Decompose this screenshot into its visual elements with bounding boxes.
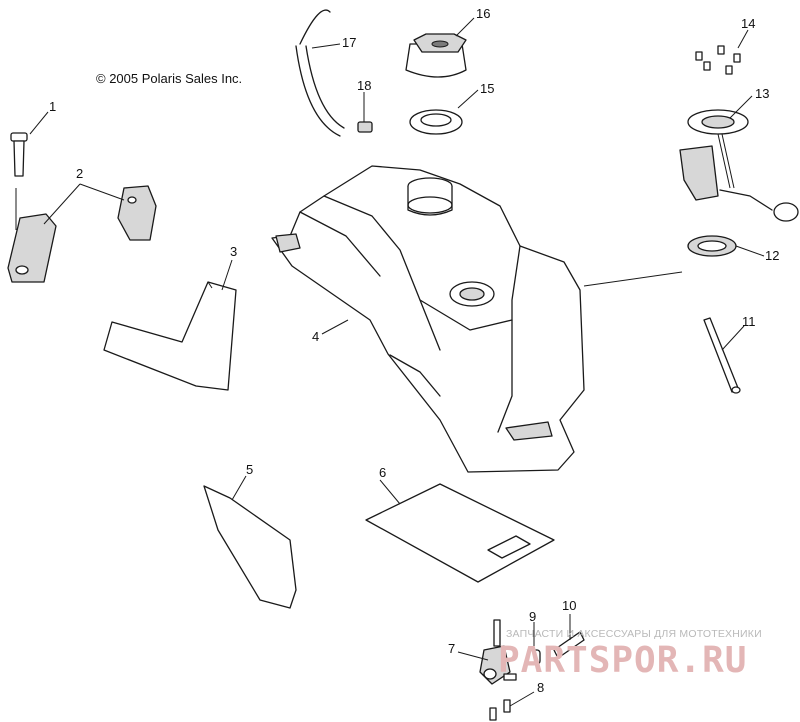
- watermark-caption: ЗАПЧАСТИ И АКСЕССУАРЫ ДЛЯ МОТОТЕХНИКИ: [506, 628, 762, 640]
- part-label-11: 11: [742, 314, 756, 329]
- part-label-12: 12: [765, 248, 780, 263]
- part-5-pad: [203, 485, 297, 609]
- part-13-fuel-pump: [679, 109, 799, 222]
- part-label-4: 4: [312, 329, 320, 344]
- part-10-hose: [553, 631, 585, 659]
- copyright-notice: © 2005 Polaris Sales Inc.: [96, 71, 243, 86]
- part-16-fuel-cap: [405, 33, 467, 78]
- watermark-logo: PARTSPOR.RU: [498, 640, 748, 681]
- part-6-mat: [365, 483, 555, 583]
- part-8-screws: [489, 691, 535, 721]
- part-label-13: 13: [755, 86, 770, 101]
- part-label-1: 1: [49, 99, 57, 114]
- part-18-clip: [357, 121, 373, 133]
- part-label-17: 17: [342, 35, 357, 50]
- part-label-2: 2: [76, 166, 84, 181]
- part-15-cap-seal: [409, 109, 463, 135]
- part-label-6: 6: [379, 465, 387, 480]
- part-14-screws: [695, 45, 741, 75]
- part-label-7: 7: [448, 641, 456, 656]
- part-17-vent-hose: [295, 9, 345, 137]
- part-label-14: 14: [741, 16, 756, 31]
- part-label-5: 5: [246, 462, 254, 477]
- part-2-brackets: [7, 185, 157, 283]
- part-1-bolt: [10, 132, 28, 230]
- part-label-15: 15: [480, 81, 495, 96]
- part-label-16: 16: [476, 6, 491, 21]
- part-11-rod: [703, 317, 741, 394]
- part-7-fuel-valve: [479, 619, 517, 685]
- part-label-18: 18: [357, 78, 372, 93]
- part-3-foam-strip: [103, 281, 237, 391]
- part-label-10: 10: [562, 598, 577, 613]
- part-label-9: 9: [529, 609, 537, 624]
- part-12-gasket: [687, 235, 737, 257]
- part-4-fuel-tank: [271, 165, 585, 473]
- leader-lines: [29, 17, 765, 661]
- part-label-8: 8: [537, 680, 545, 695]
- part-label-3: 3: [230, 244, 238, 259]
